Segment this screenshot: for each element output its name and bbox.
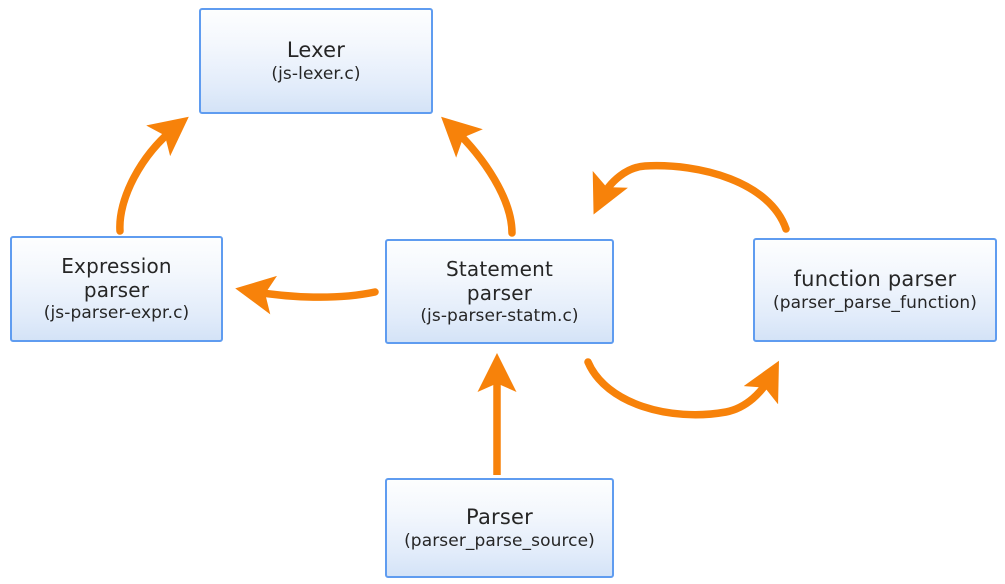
edge-statement-to-lexer [441,116,516,237]
edge-statement-to-function [584,358,779,419]
node-function-parser-title: function parser [793,266,957,291]
node-parser-subtitle: (parser_parse_source) [404,530,595,551]
node-statement-parser[interactable]: Statement parser (js-parser-statm.c) [385,239,614,344]
edge-statement-to-expression [235,275,379,315]
node-expression-parser-title-line2: parser [83,278,150,302]
node-statement-parser-title-line1: Statement [445,256,554,281]
node-statement-parser-subtitle: (js-parser-statm.c) [420,305,579,326]
node-expression-parser-title-line1: Expression [61,254,172,278]
node-parser[interactable]: Parser (parser_parse_source) [385,478,614,578]
node-lexer-subtitle: (js-lexer.c) [271,63,361,84]
node-lexer[interactable]: Lexer (js-lexer.c) [199,8,433,114]
node-lexer-title: Lexer [286,37,346,62]
node-parser-title: Parser [466,504,533,529]
node-function-parser[interactable]: function parser (parser_parse_function) [753,238,997,342]
edge-function-to-statement [592,161,790,233]
edge-expression-to-lexer [116,116,189,235]
node-function-parser-subtitle: (parser_parse_function) [772,292,978,313]
node-expression-parser[interactable]: Expression parser (js-parser-expr.c) [10,236,223,342]
node-expression-parser-subtitle: (js-parser-expr.c) [43,303,190,323]
node-statement-parser-title-line2: parser [466,280,533,305]
